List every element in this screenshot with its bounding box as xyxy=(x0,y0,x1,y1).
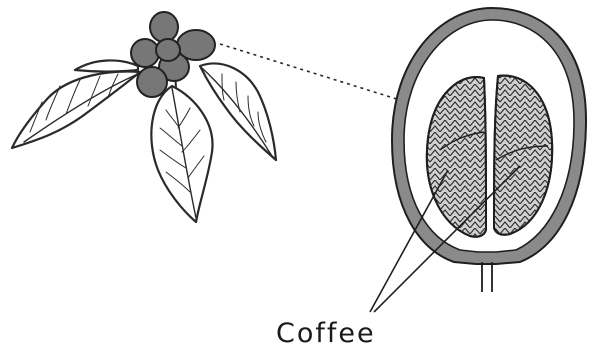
coffee-berries xyxy=(131,12,215,97)
leaf-upper-left xyxy=(75,60,138,71)
leaf-center xyxy=(151,86,212,222)
cherry-cross-section xyxy=(392,8,586,292)
caption-label: Coffee xyxy=(276,320,376,347)
